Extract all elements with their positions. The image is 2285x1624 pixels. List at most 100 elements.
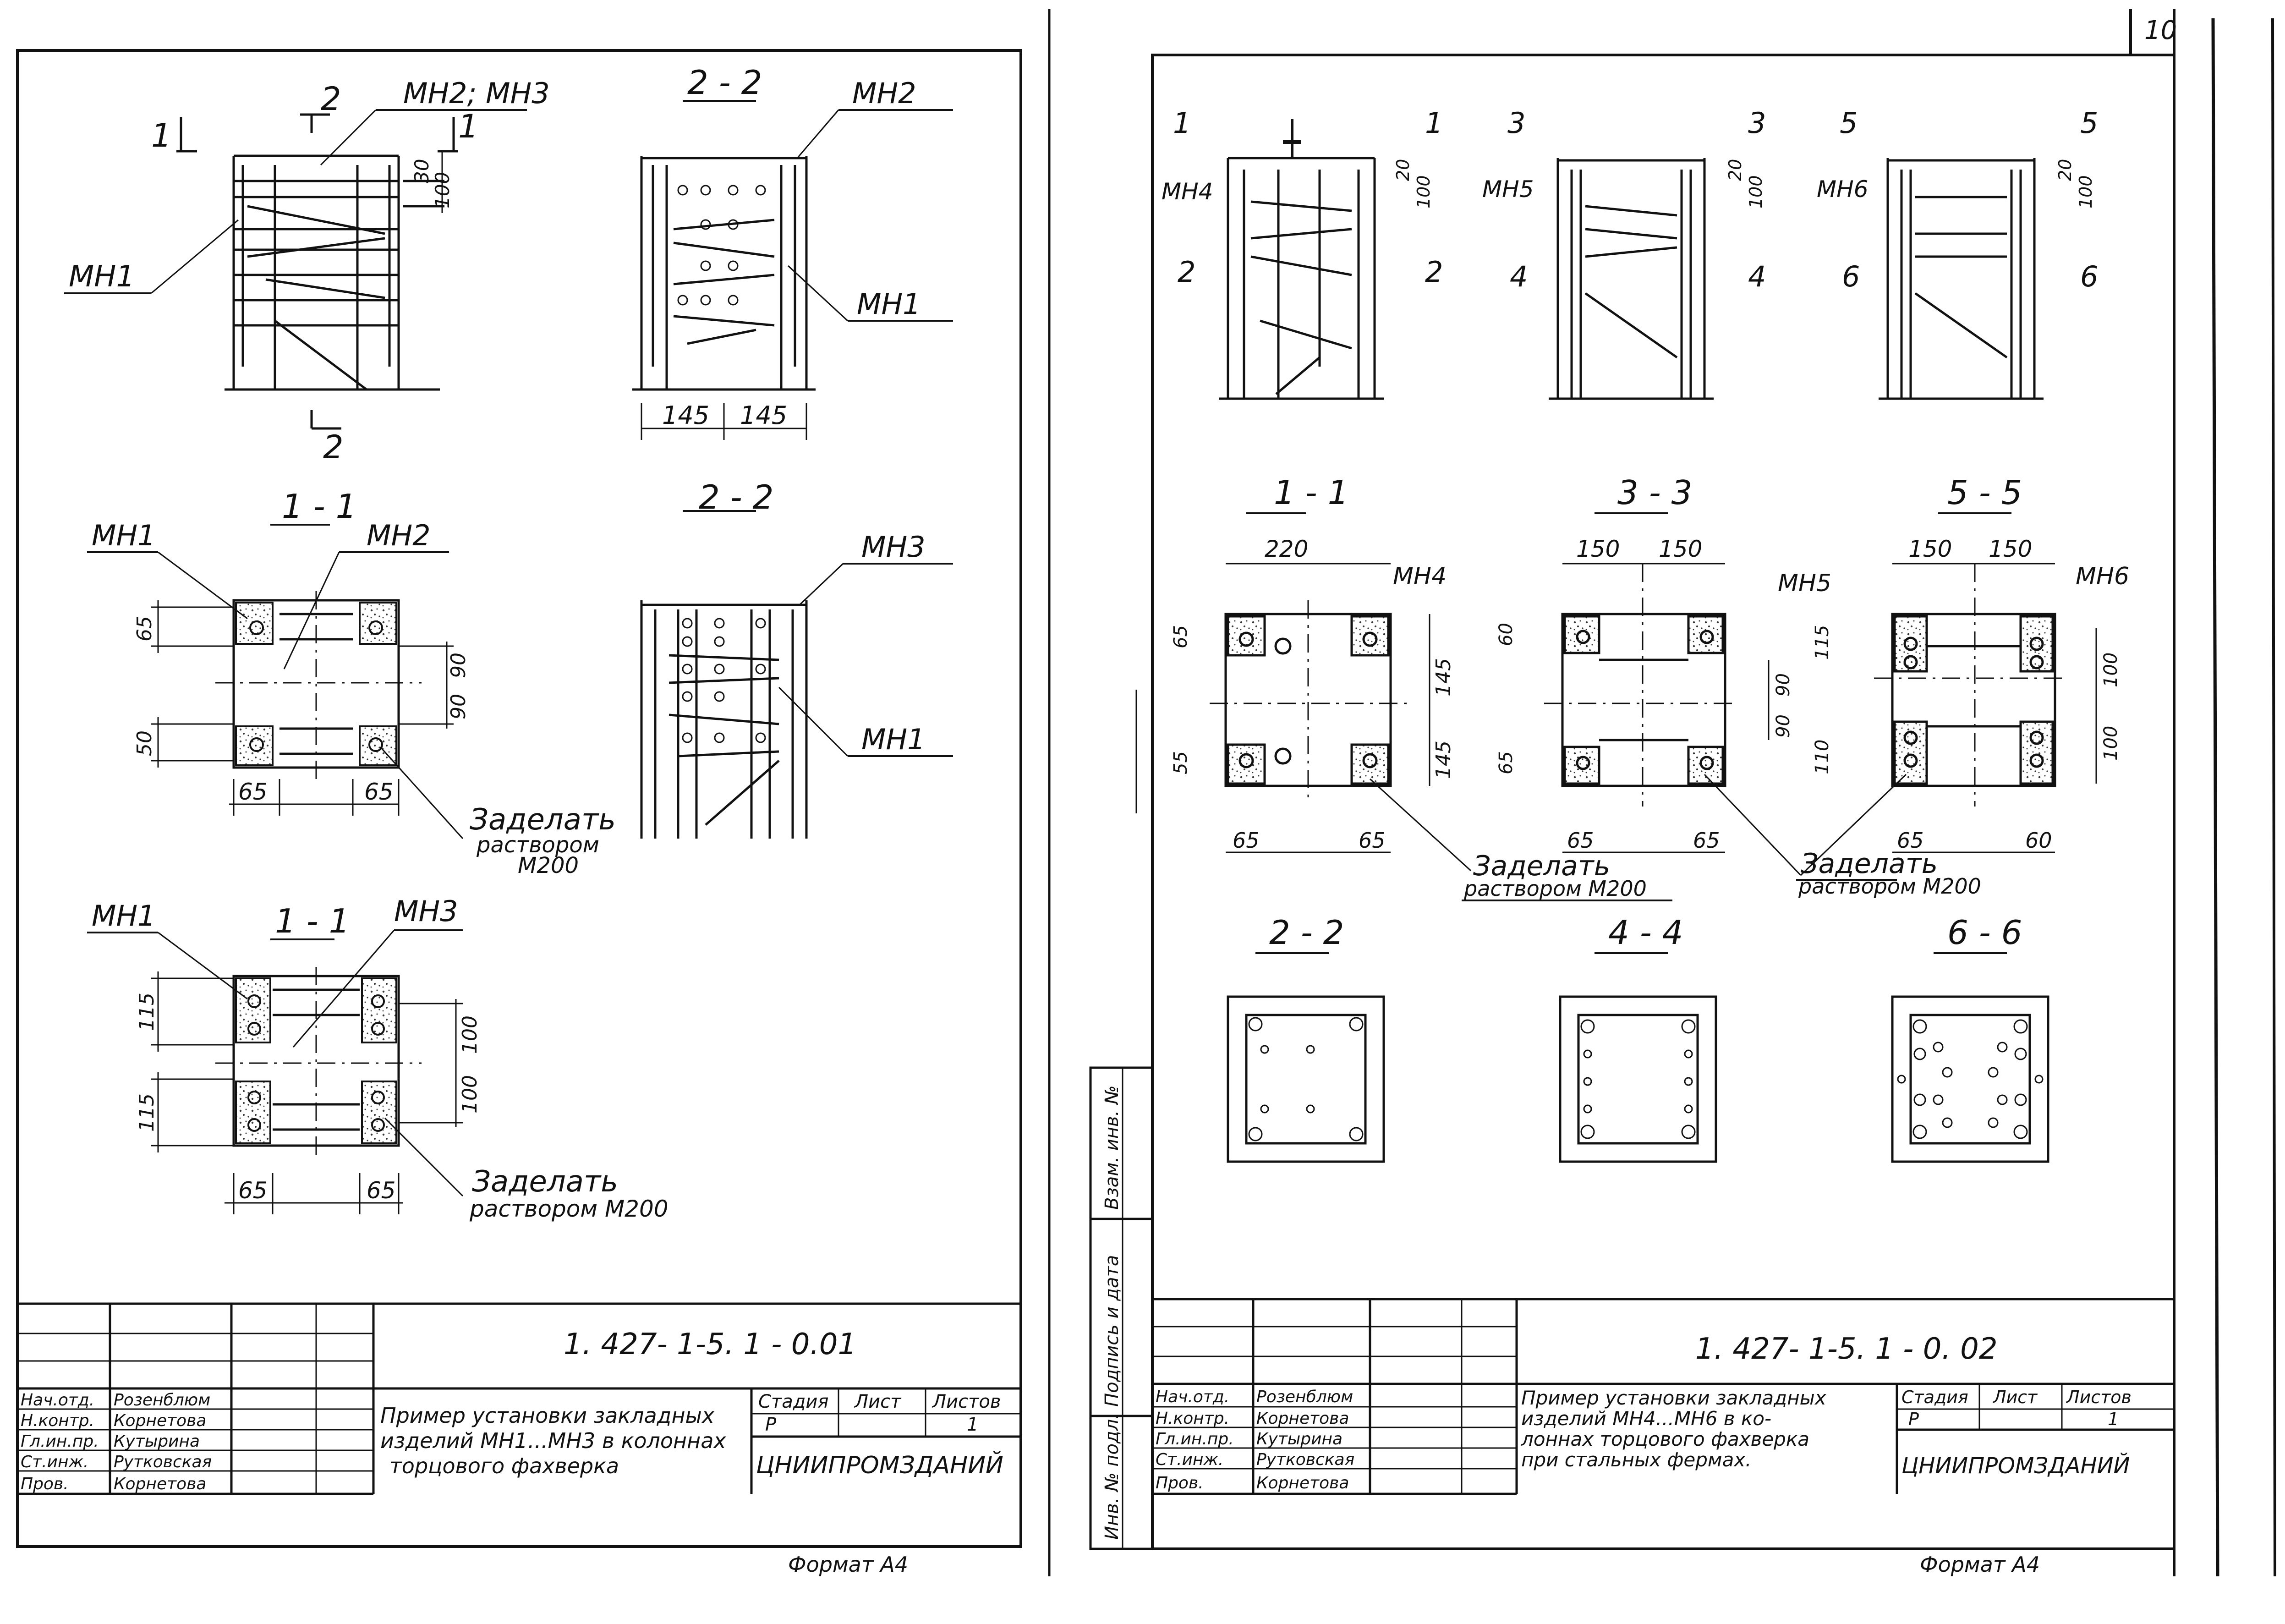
side-stamp-3: Взам. инв. № — [1101, 1085, 1123, 1210]
plan-a-note3: М200 — [518, 853, 579, 878]
elevations-mn4-mn6 — [1219, 119, 2044, 400]
elev2-bot-mark-r: 4 — [1748, 260, 1766, 293]
plan-b-d100a: 100 — [458, 1015, 482, 1054]
binding-edge — [2211, 18, 2219, 1577]
tb2-role-3: Гл.ин.пр. — [1156, 1430, 1234, 1448]
tb1-name-5: Корнетова — [114, 1475, 206, 1493]
plan55-w2: 150 — [1989, 536, 2032, 562]
side-stamp — [1089, 1066, 1154, 1550]
bottom-plates — [1227, 952, 2049, 1163]
elev3-top-mark-l: 5 — [1840, 106, 1858, 140]
section-mark-1-right: 1 — [458, 108, 479, 145]
elev2-part: МН5 — [1482, 176, 1534, 203]
plan33-d60: 60 — [1496, 623, 1517, 646]
sheet-2 — [1089, 9, 2276, 1577]
dim-145-b: 145 — [740, 401, 787, 430]
dim-100: 100 — [431, 172, 454, 208]
leader-grout-2 — [1369, 778, 1472, 872]
plan-a-d50: 50 — [133, 730, 156, 756]
plan-mn6 — [1874, 512, 2097, 853]
leader-mn2-b — [796, 110, 839, 159]
tb1-title-3: торцового фахверка — [389, 1454, 619, 1478]
side-stamp-2: Подпись и дата — [1101, 1255, 1123, 1407]
tb1-org: ЦНИИПРОМЗДАНИЙ — [756, 1451, 1003, 1479]
plan33-d90a: 90 — [1773, 673, 1794, 697]
mid-mn3: МН3 — [861, 530, 926, 564]
tb1-name-1: Розенблюм — [114, 1391, 210, 1410]
tb2-title-4: при стальных фермах. — [1521, 1448, 1752, 1471]
tb2-role-2: Н.контр. — [1156, 1409, 1229, 1428]
elev3-top-mark-r: 5 — [2080, 106, 2098, 140]
tb2-title-2: изделий МН4...МН6 в ко- — [1521, 1407, 1771, 1430]
plan55-d100a: 100 — [2100, 653, 2121, 687]
plan-b-mn1: МН1 — [92, 899, 156, 933]
dim-30: 30 — [411, 159, 433, 183]
plan55-d100b: 100 — [2100, 726, 2121, 761]
plan33-d90b: 90 — [1773, 714, 1794, 738]
plan-b-mn3: МН3 — [394, 894, 458, 928]
bottom-title-4-4: 4 - 4 — [1608, 913, 1683, 952]
plan-a-d65-br: 65 — [364, 779, 394, 805]
section-mark-1-left: 1 — [151, 117, 172, 154]
plan-b-d65b: 65 — [367, 1177, 396, 1204]
note-grout-l2-a: раствором М200 — [1463, 876, 1647, 901]
elev1-top-mark-r: 1 — [1425, 106, 1443, 140]
plan33-title: 3 - 3 — [1617, 473, 1692, 512]
page-number: 10 — [2144, 16, 2177, 45]
plan55-d115: 115 — [1812, 625, 1833, 660]
section-mark-1-1 — [176, 113, 458, 430]
plan11-d65: 65 — [1170, 625, 1191, 648]
tb1-title-1: Пример установки закладных — [380, 1403, 715, 1428]
tb2-name-1: Розенблюм — [1256, 1388, 1353, 1406]
plan-a-d65-bl: 65 — [238, 779, 268, 805]
tb1-stage: Р — [765, 1414, 777, 1435]
tb1-role-5: Пров. — [21, 1475, 69, 1493]
elev3-d20: 20 — [2055, 159, 2075, 181]
plan33-d65c: 65 — [1693, 828, 1720, 853]
elev1-d20: 20 — [1393, 159, 1413, 181]
tb2-stage: Р — [1908, 1409, 1919, 1429]
leader-mn3-mid — [799, 563, 844, 606]
note-grout-l1-a: Заделать — [1473, 850, 1610, 882]
plan-1-1-b — [151, 938, 463, 1214]
tb2-sheets-h: Листов — [2066, 1387, 2132, 1407]
leader-grout-b — [384, 1117, 464, 1197]
note-grout-l1-b: Заделать — [1801, 848, 1938, 880]
tb2-title-3: лоннах торцового фахверка — [1521, 1428, 1809, 1450]
tb2-role-4: Ст.инж. — [1156, 1450, 1223, 1469]
tb1-name-3: Кутырина — [114, 1432, 200, 1451]
tb2-title-1: Пример установки закладных — [1521, 1387, 1827, 1409]
plan-mn5 — [1544, 512, 1770, 853]
elev3-d100: 100 — [2076, 175, 2096, 208]
plan-a-d90a: 90 — [447, 653, 470, 678]
elev1-d100: 100 — [1414, 175, 1434, 208]
tb1-code: 1. 427- 1-5. 1 - 0.01 — [564, 1328, 856, 1361]
plan-a-note1: Заделать — [470, 803, 616, 837]
tb1-name-2: Корнетова — [114, 1411, 206, 1430]
tb2-role-5: Пров. — [1156, 1474, 1204, 1492]
elev3-bot-mark-l: 6 — [1842, 260, 1860, 293]
section-2-2-mid-holes — [682, 618, 766, 743]
section-2-2-mid — [640, 510, 808, 839]
tb1-role-2: Н.контр. — [21, 1411, 94, 1430]
tb2-sheets: 1 — [2108, 1409, 2119, 1429]
elev2-d20: 20 — [1725, 159, 1745, 181]
format-1: Формат А4 — [788, 1552, 908, 1577]
tb2-stage-h: Стадия — [1901, 1387, 1968, 1407]
tb1-sheets: 1 — [967, 1414, 978, 1435]
elev2-bot-mark-l: 4 — [1510, 260, 1528, 293]
plan-b-d115a: 115 — [135, 993, 159, 1031]
tb2-role-1: Нач.отд. — [1156, 1388, 1229, 1406]
sheet-1 — [16, 49, 1022, 1548]
plan-b-d115b: 115 — [135, 1093, 159, 1132]
elev1-top-mark-l: 1 — [1173, 106, 1191, 140]
labels: 10 1 1 2 2 МН2; МН3 МН1 30 100 2 - 2 МН2… — [21, 16, 2177, 1577]
elev1-bot-mark-l: 2 — [1178, 255, 1195, 289]
label-mn1: МН1 — [69, 260, 135, 294]
leader-mn1-plan — [158, 551, 248, 620]
tb2-name-2: Корнетова — [1256, 1409, 1349, 1428]
leader-grout-3 — [1704, 774, 1802, 876]
format-2: Формат А4 — [1920, 1552, 2040, 1577]
plan55-part: МН6 — [2076, 563, 2129, 590]
elev3-bot-mark-r: 6 — [2080, 260, 2098, 293]
